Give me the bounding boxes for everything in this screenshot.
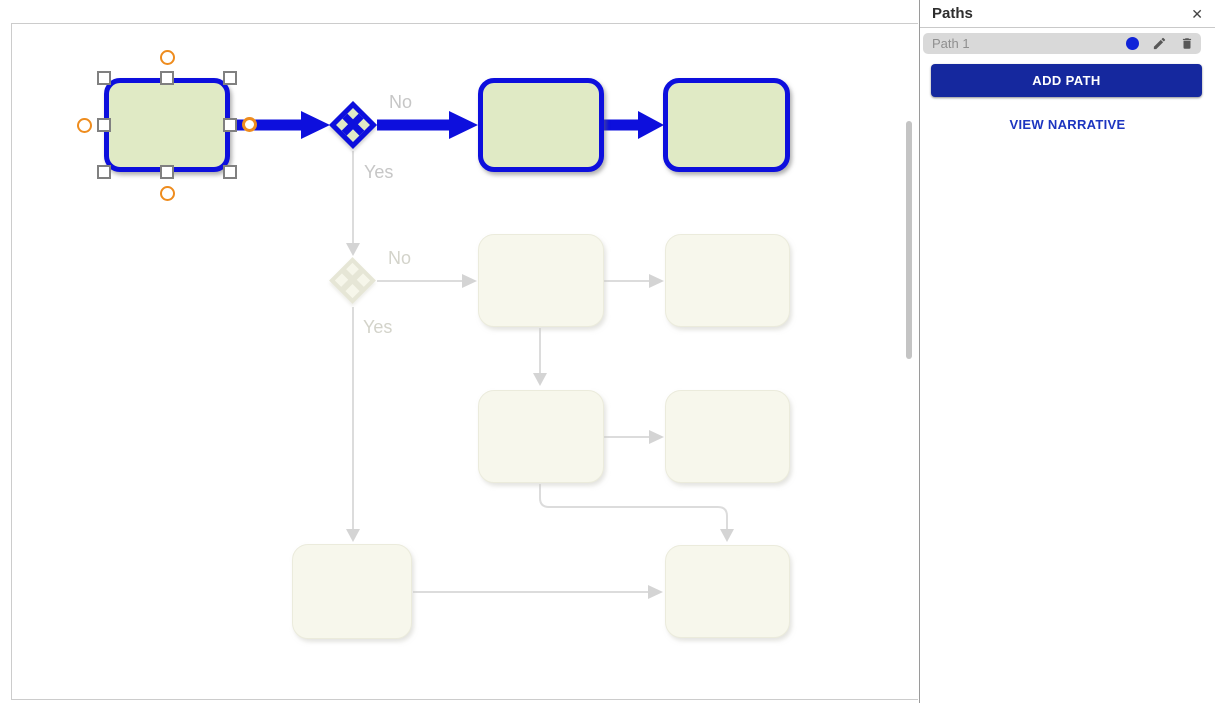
- resize-handle-nw[interactable]: [97, 71, 111, 85]
- faded-connector-row4[interactable]: [413, 585, 663, 599]
- paths-panel: Paths ✕ Path 1 ADD PATH VIEW NARRATIVE: [919, 0, 1215, 703]
- view-narrative-link[interactable]: VIEW NARRATIVE: [1009, 117, 1126, 132]
- resize-handle-ne[interactable]: [223, 71, 237, 85]
- faded-connector-gateway2-no[interactable]: [377, 274, 477, 288]
- faded-node-row2-right[interactable]: [665, 234, 790, 327]
- gateway2-no-label: No: [388, 248, 412, 268]
- resize-handle-sw[interactable]: [97, 165, 111, 179]
- panel-title: Paths: [932, 5, 973, 22]
- resize-handle-n[interactable]: [160, 71, 174, 85]
- flow-node-start[interactable]: [104, 78, 230, 172]
- connect-point-bottom[interactable]: [160, 186, 175, 201]
- faded-node-row3-right[interactable]: [665, 390, 790, 483]
- path-row-icons: [1126, 36, 1194, 51]
- flow-node-2[interactable]: [478, 78, 604, 172]
- flow-node-3[interactable]: [663, 78, 790, 172]
- resize-handle-e[interactable]: [223, 118, 237, 132]
- path-name: Path 1: [932, 36, 970, 51]
- connect-point-right-attached[interactable]: [242, 117, 257, 132]
- faded-connector-row2-down[interactable]: [533, 328, 547, 386]
- faded-connector-elbow[interactable]: [539, 484, 734, 542]
- delete-icon[interactable]: [1180, 36, 1194, 51]
- resize-handle-se[interactable]: [223, 165, 237, 179]
- faded-node-row4-right[interactable]: [665, 545, 790, 638]
- faded-node-row3-left[interactable]: [478, 390, 604, 483]
- edit-icon[interactable]: [1152, 36, 1167, 51]
- connect-point-top[interactable]: [160, 50, 175, 65]
- faded-connector-row2[interactable]: [604, 274, 664, 288]
- faded-connector-row3[interactable]: [604, 430, 664, 444]
- faded-node-row2-left[interactable]: [478, 234, 604, 327]
- faded-connector-gateway1-yes[interactable]: [346, 151, 360, 256]
- paths-panel-header: Paths ✕: [920, 0, 1215, 28]
- gateway2-yes-label: Yes: [363, 317, 393, 337]
- canvas-scrollbar-thumb[interactable]: [906, 121, 912, 359]
- gateway1-yes-label: Yes: [364, 162, 394, 182]
- active-connector-gateway-to-node[interactable]: [377, 111, 478, 139]
- active-connector-node-to-node[interactable]: [604, 111, 664, 139]
- resize-handle-s[interactable]: [160, 165, 174, 179]
- connect-point-left[interactable]: [77, 118, 92, 133]
- path-color-dot[interactable]: [1126, 37, 1139, 50]
- close-icon[interactable]: ✕: [1191, 5, 1203, 22]
- path-row[interactable]: Path 1: [923, 33, 1201, 54]
- add-path-button[interactable]: ADD PATH: [931, 64, 1202, 97]
- gateway1-no-label: No: [389, 92, 413, 112]
- faded-node-row4-left[interactable]: [292, 544, 412, 639]
- connector-layer: [233, 111, 734, 599]
- resize-handle-w[interactable]: [97, 118, 111, 132]
- faded-connector-gateway2-yes[interactable]: [346, 307, 360, 542]
